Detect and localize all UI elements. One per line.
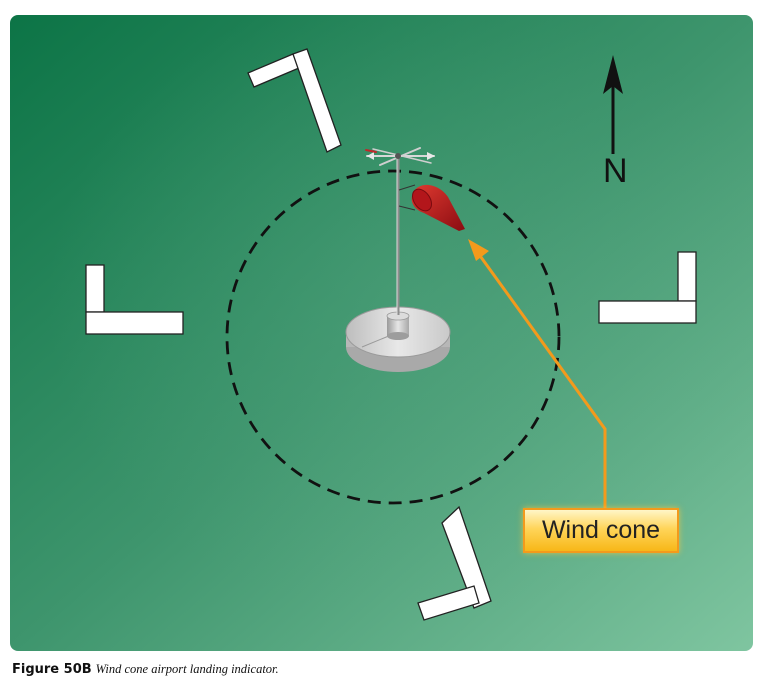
diagram-canvas xyxy=(10,15,753,651)
landing-strip-indicator-bottom xyxy=(417,505,492,621)
north-label: N xyxy=(603,152,628,190)
wind-cone-sock xyxy=(398,184,465,231)
segmented-circle xyxy=(225,169,561,505)
diagram-panel xyxy=(10,15,753,651)
landing-strip-indicator-left xyxy=(85,264,184,335)
figure-label: Figure 50B xyxy=(12,662,92,677)
north-arrow-icon xyxy=(603,55,623,154)
landing-strip-indicator-top xyxy=(247,48,342,153)
wind-cone-base xyxy=(345,306,451,372)
wind-cone-callout: Wind cone xyxy=(523,508,679,553)
landing-strip-indicator-right xyxy=(598,251,697,324)
direction-vane xyxy=(365,147,435,166)
figure-description: Wind cone airport landing indicator. xyxy=(95,662,279,676)
callout-leader-line xyxy=(468,239,607,509)
